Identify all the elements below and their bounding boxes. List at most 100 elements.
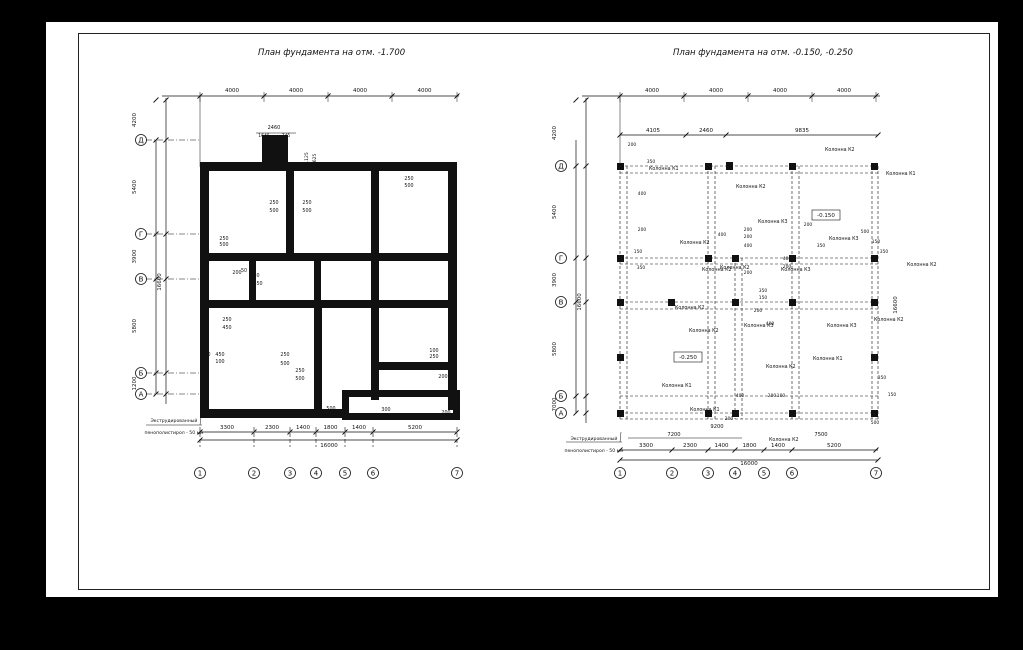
leader-line [199, 416, 202, 426]
axis-bubble [339, 467, 351, 479]
step-wall [342, 413, 460, 420]
axis-bubble-label: В [139, 275, 144, 283]
column [789, 255, 796, 262]
dimension-tick [573, 410, 579, 416]
column [617, 299, 624, 306]
small-dimension-label: 200 [768, 393, 777, 399]
axis-bubble-label: 6 [790, 469, 795, 477]
leader-line [619, 431, 622, 443]
small-dimension-label: 150 [888, 392, 897, 398]
small-dimension-label: 400 [744, 243, 753, 249]
side-total-label: 16600 [577, 293, 583, 311]
small-dimension-label: 350 [647, 159, 656, 165]
column-label: Колонна К2 [689, 328, 719, 334]
dimension-tick [617, 132, 623, 138]
dimension-tick [197, 437, 203, 443]
dimension-tick [583, 410, 589, 416]
dimension-tick [197, 429, 203, 435]
right-plan-title: План фундамента на отм. -0.150, -0.250 [673, 48, 853, 58]
wall-thickness-label: 500 [295, 376, 304, 382]
dimension-tick [583, 97, 589, 103]
axis-bubble [135, 367, 147, 379]
side-dimension-label: 3900 [132, 249, 138, 263]
axis-bubble-label: Г [559, 254, 563, 262]
side-dimension-label: 4200 [132, 113, 138, 127]
dimension-tick [583, 255, 589, 261]
side-dimension-label: 7000 [552, 397, 558, 411]
small-dimension-label: 400 [783, 256, 792, 262]
column-label: Колонна К2 [736, 184, 766, 190]
column-label: Колонна К3 [827, 323, 857, 329]
interior-wall [379, 362, 457, 370]
dimension-tick [251, 429, 257, 435]
axis-bubble-label: 3 [288, 469, 292, 477]
axis-bubble [786, 467, 798, 479]
axis-bubble [248, 467, 260, 479]
insulation-note: Экструдированный [571, 435, 618, 442]
axis-bubble-label: 7 [455, 469, 459, 477]
insulation-note: пенополистирол - 50 мм [144, 430, 204, 436]
interior-wall [314, 261, 321, 308]
wall-thickness-label: 500 [280, 361, 289, 367]
axis-bubble-label: 3 [706, 469, 710, 477]
inner-dimension-label: 7200 [667, 432, 680, 438]
small-dimension-label: 200 [783, 264, 792, 270]
dimension-tick [163, 137, 169, 143]
axis-bubble [451, 467, 463, 479]
wall-thickness-label: 450 [215, 352, 224, 358]
axis-bubble [729, 467, 741, 479]
dimension-tick [573, 393, 579, 399]
axis-bubble [555, 252, 567, 264]
column-label: Колонна К1 [662, 383, 692, 389]
porch-dimension: 745 [282, 133, 291, 139]
small-dimension-label: 400 [766, 321, 775, 327]
bottom-dimension-label: 1400 [715, 443, 729, 449]
axis-bubble-label: 7 [874, 469, 878, 477]
wall-thickness-label: 500 [219, 242, 228, 248]
small-dimension-label: 350 [878, 375, 887, 381]
axis-bubble-label: 4 [314, 469, 319, 477]
dimension-tick [163, 97, 169, 103]
bottom-dimension-label: 5200 [408, 425, 422, 431]
insulation-note: Экструдированный [151, 417, 198, 424]
small-dimension-label: 200 [744, 227, 753, 233]
dimension-tick [153, 391, 159, 397]
small-dimension-label: 100 [777, 393, 786, 399]
column [732, 410, 739, 417]
column [789, 163, 796, 170]
bottom-dimension-label: 3300 [639, 443, 653, 449]
column-label: Колонна К1 [649, 166, 679, 172]
small-dimension-label: 200 [744, 234, 753, 240]
wall-thickness-label: 50 [241, 268, 247, 274]
dimension-tick [573, 97, 579, 103]
top-dimension-label: 4000 [289, 88, 303, 94]
column-label: Колонна К2 [907, 262, 937, 268]
side-total-label: 16600 [893, 296, 899, 314]
level-mark-box [811, 209, 841, 221]
porch-dimension: 2460 [268, 125, 281, 131]
small-dimension-label: 150 [634, 249, 643, 255]
dimension-tick [683, 132, 689, 138]
side-dimension-label: 5800 [132, 319, 138, 333]
interior-wall [371, 261, 379, 308]
wall-thickness-label: 500 [269, 208, 278, 214]
column [871, 354, 878, 361]
level-mark-box [673, 351, 703, 363]
wall-thickness-label: 500 [326, 406, 335, 412]
wall-thickness-label: 250 [280, 352, 289, 358]
drawing-frame [78, 33, 990, 590]
side-dimension-label: 4200 [552, 126, 558, 140]
axis-bubble-label: 5 [762, 469, 766, 477]
axis-bubble [135, 134, 147, 146]
porch-dimension: 1645 [258, 133, 270, 139]
dimension-tick [163, 391, 169, 397]
dimension-tick [583, 393, 589, 399]
interior-wall [286, 162, 294, 257]
column-label: Колонна К2 [675, 305, 705, 311]
interior-wall [249, 261, 256, 308]
dimension-tick [573, 255, 579, 261]
step-wall [342, 390, 349, 418]
axis-bubble [284, 467, 296, 479]
dimension-tick [153, 370, 159, 376]
column [705, 255, 712, 262]
